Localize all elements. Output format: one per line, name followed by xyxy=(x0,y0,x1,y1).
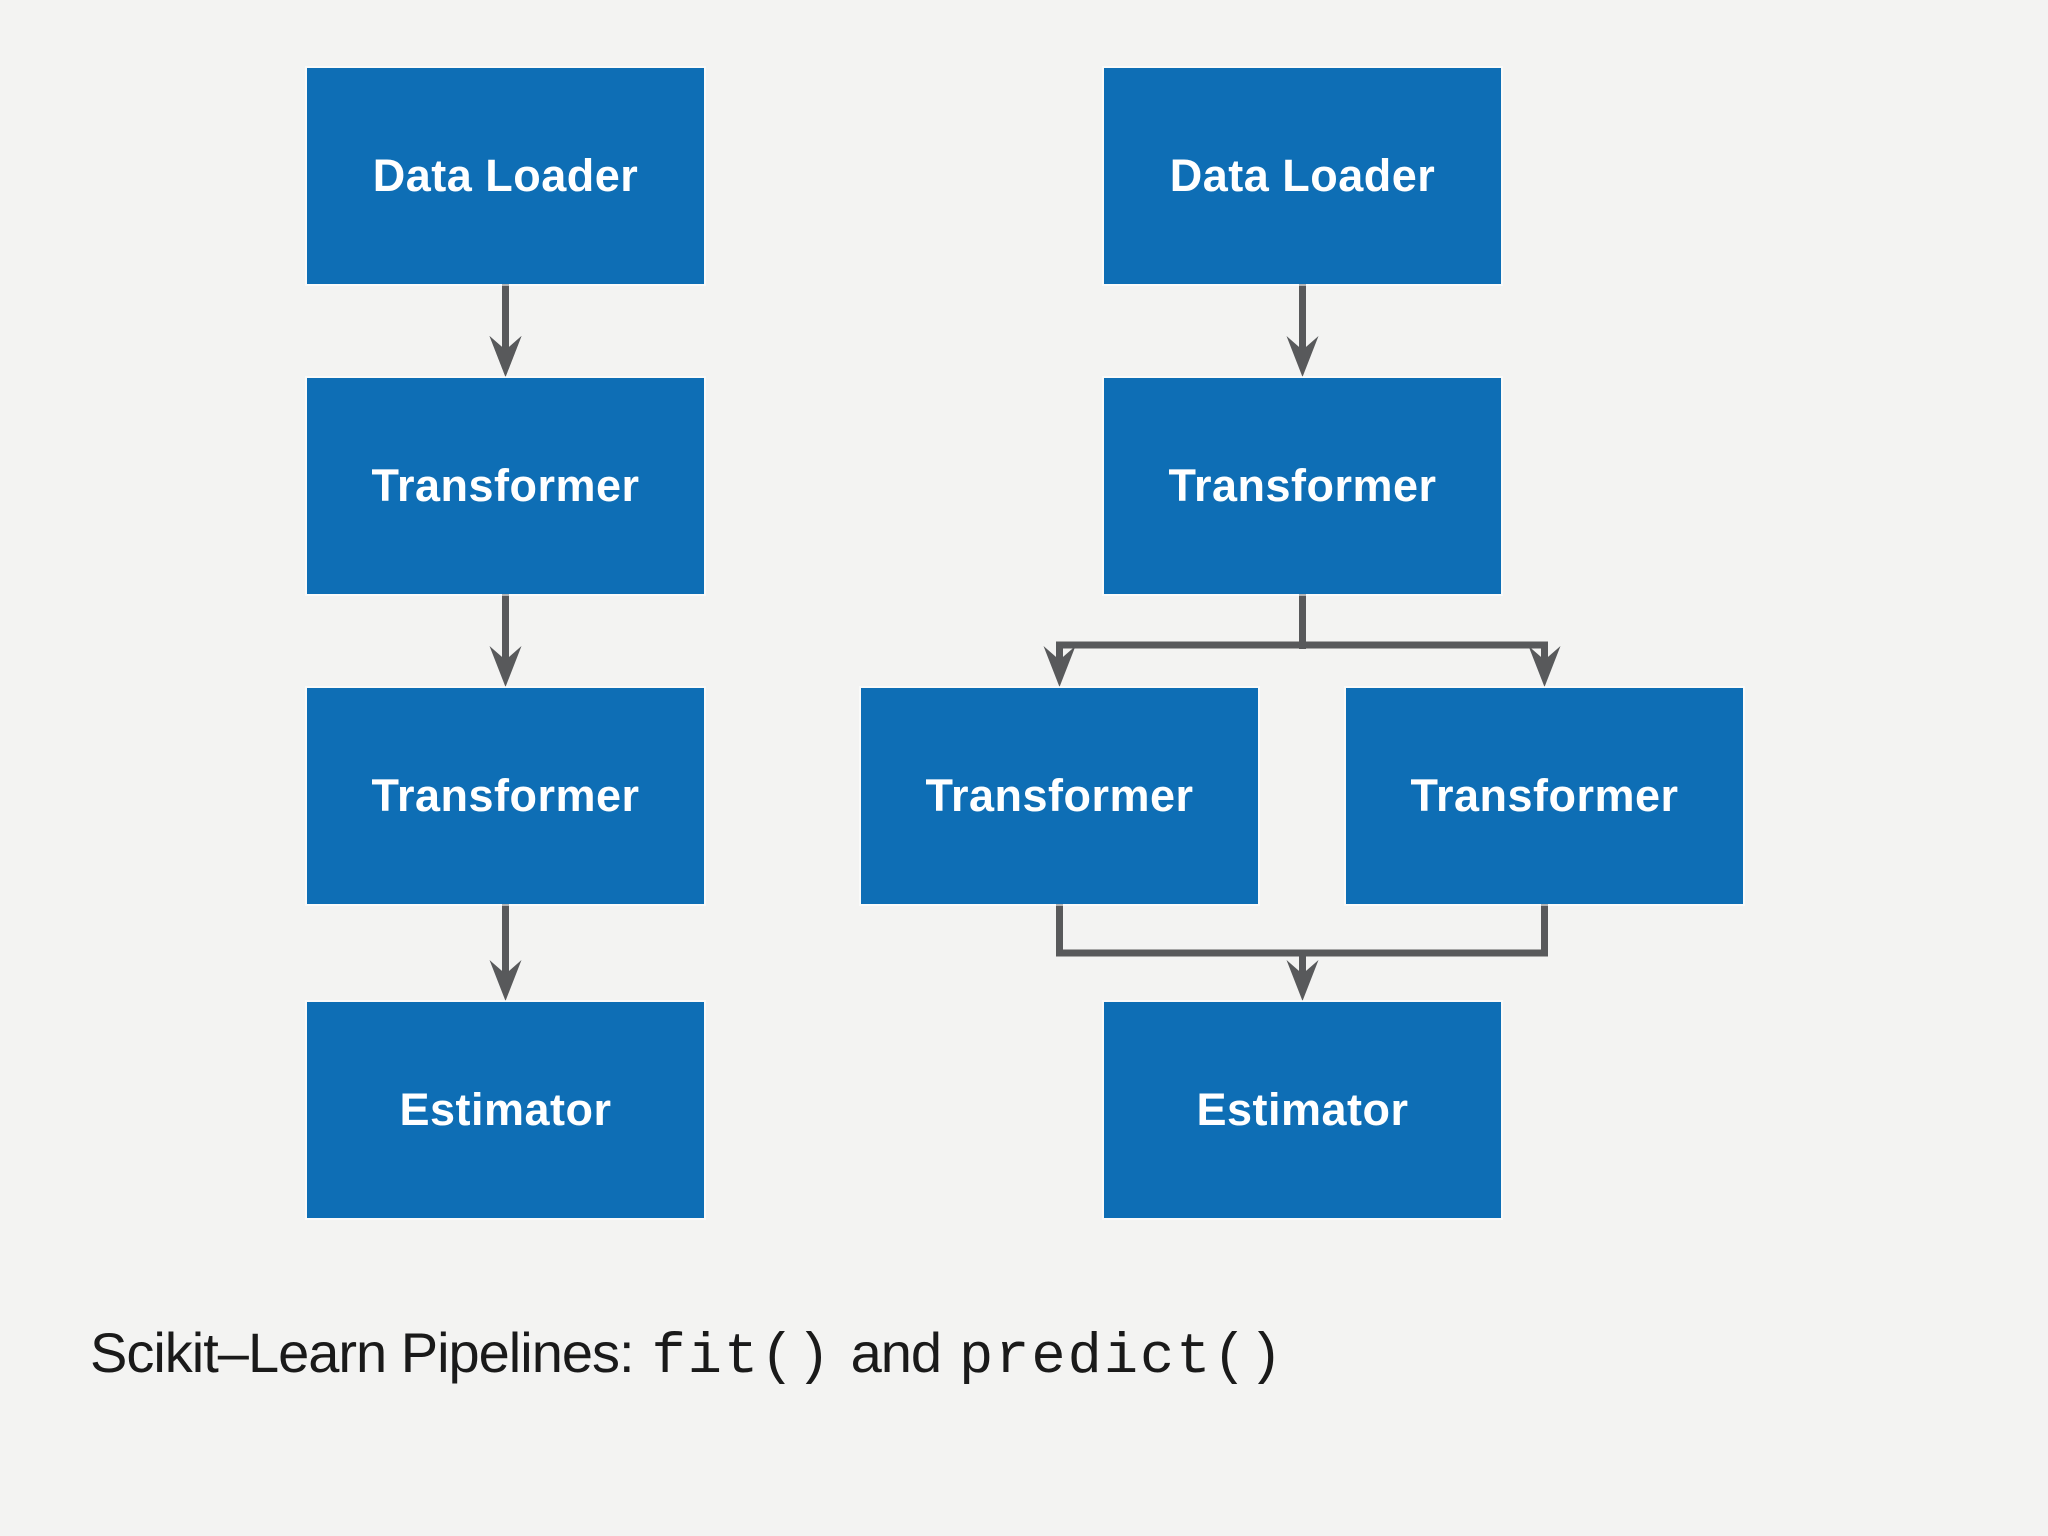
left-pipeline-estimator-box: Estimator xyxy=(307,1002,704,1218)
node-label: Transformer xyxy=(1410,770,1679,821)
merge-connector xyxy=(1056,904,1548,1001)
node-label: Estimator xyxy=(399,1084,612,1135)
node-label: Transformer xyxy=(925,770,1194,821)
node-label: Data Loader xyxy=(1169,150,1436,201)
right-pipeline-branch-transformer-right-box: Transformer xyxy=(1346,688,1743,904)
left-pipeline-transformer-1-box: Transformer xyxy=(307,378,704,594)
caption-code-fit: fit() xyxy=(651,1326,833,1390)
node-label: Transformer xyxy=(371,770,640,821)
node-label: Estimator xyxy=(1196,1084,1409,1135)
caption-prefix: Scikit–Learn Pipelines: xyxy=(90,1321,635,1384)
right-pipeline-transformer-box: Transformer xyxy=(1104,378,1501,594)
right-pipeline-data-loader-box: Data Loader xyxy=(1104,68,1501,284)
left-pipeline-transformer-2-box: Transformer xyxy=(307,688,704,904)
arrow-left-transformer-to-transformer xyxy=(489,594,522,687)
arrow-right-dataloader-to-transformer xyxy=(1286,284,1319,377)
left-pipeline-data-loader-box: Data Loader xyxy=(307,68,704,284)
caption-code-predict: predict() xyxy=(959,1326,1285,1390)
caption-conjunction: and xyxy=(850,1321,942,1384)
arrow-left-transformer-to-estimator xyxy=(489,904,522,1001)
node-label: Transformer xyxy=(371,460,640,511)
diagram-caption: Scikit–Learn Pipelines: fit() and predic… xyxy=(90,1320,1285,1390)
node-label: Transformer xyxy=(1168,460,1437,511)
right-pipeline-estimator-box: Estimator xyxy=(1104,1002,1501,1218)
arrow-left-dataloader-to-transformer xyxy=(489,284,522,377)
split-connector xyxy=(1043,594,1561,687)
node-label: Data Loader xyxy=(372,150,639,201)
right-pipeline-branch-transformer-left-box: Transformer xyxy=(861,688,1258,904)
